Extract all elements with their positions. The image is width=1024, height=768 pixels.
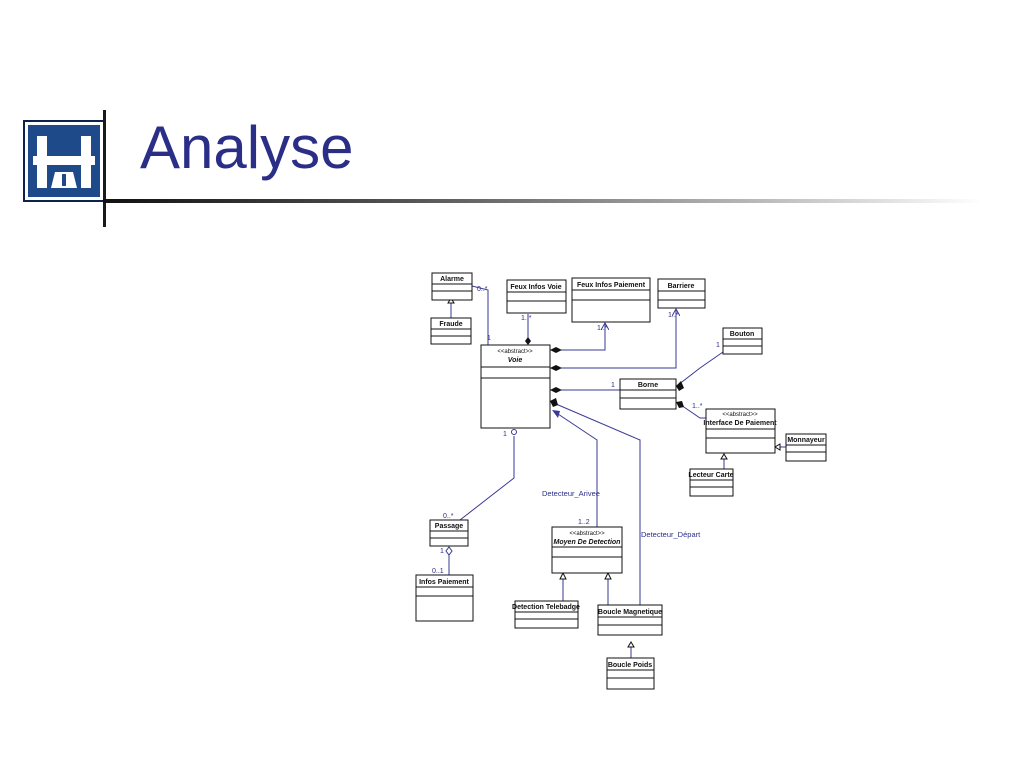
multiplicity-label: 1..* bbox=[597, 325, 608, 332]
class-passage: Passage bbox=[429, 519, 469, 547]
class-name: Moyen De Detection bbox=[554, 539, 621, 546]
class-name: Infos Paiement bbox=[419, 579, 469, 586]
role-label-detecteur-arrivee: Detecteur_Arivee bbox=[542, 489, 600, 498]
class-lecteur-carte: Lecteur Carte bbox=[688, 468, 734, 497]
class-name: Detection Telebadge bbox=[512, 604, 580, 611]
class-name: Interface De Paiement bbox=[703, 420, 777, 427]
class-name: Lecteur Carte bbox=[688, 472, 733, 479]
class-borne: Borne bbox=[619, 378, 677, 410]
class-interface-de-paiement: <<abstract>> Interface De Paiement bbox=[703, 408, 777, 454]
inherit-triangle-icon bbox=[774, 443, 781, 451]
assoc-borne-interface bbox=[677, 402, 706, 419]
multiplicity-label: 1..* bbox=[692, 403, 703, 410]
role-label-detecteur-depart: Detecteur_Départ bbox=[641, 530, 701, 539]
composition-diamond-icon bbox=[550, 347, 562, 353]
motorway-sign-icon bbox=[23, 120, 105, 202]
class-boucle-magnetique: Boucle Magnetique bbox=[597, 604, 663, 636]
composition-diamond-icon bbox=[550, 398, 558, 407]
class-name: Feux Infos Paiement bbox=[577, 282, 646, 289]
class-stereotype: <<abstract>> bbox=[497, 349, 533, 355]
inherit-triangle-icon bbox=[720, 453, 728, 460]
multiplicity-label: 1 bbox=[716, 342, 720, 349]
multiplicity-label: 0..* bbox=[477, 286, 488, 293]
composition-diamond-icon bbox=[550, 387, 562, 393]
class-alarme: Alarme bbox=[431, 272, 473, 301]
multiplicity-label: 1 bbox=[611, 382, 615, 389]
class-name: Boucle Magnetique bbox=[598, 609, 662, 616]
aggregation-diamond-icon bbox=[511, 429, 517, 435]
inherit-triangle-icon bbox=[604, 571, 612, 580]
class-voie: <<abstract>> Voie bbox=[480, 344, 551, 429]
multiplicity-label: 1 bbox=[487, 335, 491, 342]
multiplicity-label: 1 bbox=[440, 548, 444, 555]
class-name: Bouton bbox=[730, 331, 755, 338]
class-bouton: Bouton bbox=[722, 327, 763, 355]
slide-title: Analyse bbox=[140, 114, 354, 181]
class-name: Borne bbox=[638, 382, 658, 389]
assoc-voie-passage bbox=[459, 436, 515, 521]
class-monnayeur: Monnayeur bbox=[785, 433, 827, 462]
class-feux-infos-paiement: Feux Infos Paiement bbox=[571, 277, 651, 323]
multiplicity-label: 1..2 bbox=[578, 519, 590, 526]
class-name: Barriere bbox=[668, 283, 695, 290]
class-fraude: Fraude bbox=[430, 317, 472, 345]
class-boucle-poids: Boucle Poids bbox=[606, 657, 655, 690]
class-name: Passage bbox=[435, 523, 464, 530]
title-vertical-rule bbox=[103, 110, 106, 227]
class-infos-paiement: Infos Paiement bbox=[415, 574, 474, 622]
multiplicity-labels: 0..* 1 1..* 1..* 1..* 1 1 1..* 1 0..* 1 … bbox=[432, 286, 720, 575]
composition-diamond-icon bbox=[676, 401, 684, 408]
multiplicity-label: 0..1 bbox=[432, 568, 444, 575]
class-stereotype: <<abstract>> bbox=[569, 531, 605, 537]
inherit-triangle-icon bbox=[627, 641, 635, 648]
multiplicity-label: 1..* bbox=[521, 315, 532, 322]
class-name: Monnayeur bbox=[787, 437, 825, 444]
title-underline bbox=[103, 199, 983, 203]
composition-diamond-icon bbox=[550, 365, 562, 371]
composition-diamond-icon bbox=[525, 337, 531, 345]
assoc-bouton-borne bbox=[677, 351, 724, 386]
assoc-detecteur-arrivee bbox=[557, 413, 598, 527]
class-barriere: Barriere bbox=[657, 278, 706, 309]
composition-diamond-icon bbox=[676, 381, 684, 391]
class-stereotype: <<abstract>> bbox=[722, 412, 758, 418]
assoc-feux-paiement bbox=[550, 323, 605, 351]
class-feux-infos-voie: Feux Infos Voie bbox=[506, 279, 567, 314]
class-name: Boucle Poids bbox=[608, 662, 652, 669]
multiplicity-label: 0..* bbox=[443, 513, 454, 520]
assoc-barriere bbox=[550, 309, 676, 369]
class-moyen-de-detection: <<abstract>> Moyen De Detection bbox=[551, 526, 623, 574]
aggregation-diamond-icon bbox=[445, 546, 453, 556]
navigable-arrow-icon bbox=[552, 410, 560, 418]
multiplicity-label: 1..* bbox=[668, 312, 679, 319]
class-name: Fraude bbox=[439, 321, 462, 328]
multiplicity-label: 1 bbox=[503, 431, 507, 438]
class-name: Feux Infos Voie bbox=[510, 284, 561, 291]
assoc-detecteur-depart bbox=[555, 403, 641, 605]
class-name: Alarme bbox=[440, 276, 464, 283]
class-name: Voie bbox=[508, 357, 523, 364]
inherit-triangle-icon bbox=[559, 571, 567, 580]
class-detection-telebadge: Detection Telebadge bbox=[512, 600, 580, 629]
